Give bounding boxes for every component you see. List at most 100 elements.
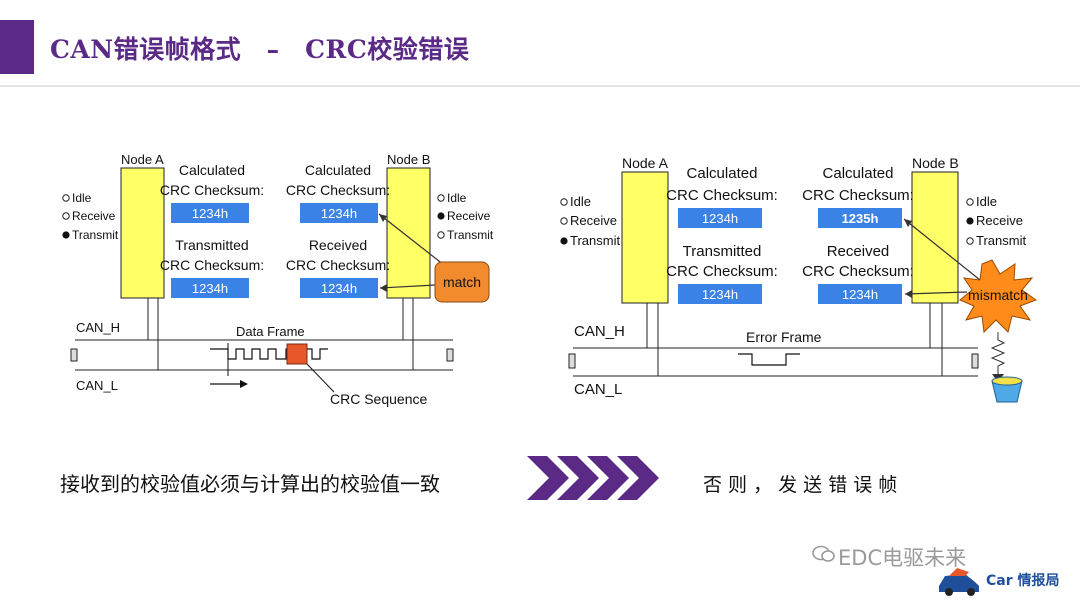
compare-arrow bbox=[904, 291, 968, 295]
calculated-label: Calculated bbox=[823, 165, 894, 182]
mismatch-burst bbox=[959, 259, 1038, 334]
state-label-idle: Idle bbox=[570, 194, 591, 209]
crc-value-box bbox=[818, 208, 902, 228]
crc-checksum-label: CRC Checksum: bbox=[802, 263, 914, 280]
node-b-box bbox=[911, 171, 959, 304]
can-l-label: CAN_L bbox=[76, 378, 118, 393]
error-frame-waveform bbox=[738, 353, 800, 366]
crc-value: 1234h bbox=[192, 281, 228, 296]
bus-terminator bbox=[70, 348, 78, 362]
bucket-rim bbox=[991, 376, 1023, 386]
state-label-idle: Idle bbox=[447, 191, 467, 205]
can-l-label: CAN_L bbox=[574, 381, 622, 398]
transmitted-label: Transmitted bbox=[683, 243, 762, 260]
chevron-icon bbox=[587, 456, 629, 500]
mismatch-label: mismatch bbox=[968, 287, 1028, 303]
chevron-icon bbox=[527, 456, 569, 500]
crc-rule-text: 接收到的校验值必须与计算出的校验值一致 bbox=[60, 472, 440, 496]
crc-checksum-label: CRC Checksum: bbox=[666, 263, 778, 280]
state-label-idle: Idle bbox=[72, 191, 92, 205]
data-frame-waveform bbox=[210, 348, 328, 360]
node-a-label: Node A bbox=[622, 155, 669, 171]
state-radio-idle bbox=[62, 194, 70, 202]
brand-name-en: Car bbox=[986, 573, 1013, 589]
state-label-receive: Receive bbox=[976, 213, 1023, 228]
node-a-box bbox=[120, 167, 165, 299]
arrow-head bbox=[379, 214, 387, 222]
crc-checksum-label: CRC Checksum: bbox=[160, 257, 264, 273]
node-b-box bbox=[386, 167, 431, 299]
arrow-head bbox=[905, 290, 912, 298]
node-b-label: Node B bbox=[912, 155, 959, 171]
crc-value-box bbox=[818, 284, 902, 304]
compare-arrow bbox=[378, 213, 445, 266]
page-title: CAN错误帧格式 – CRC校验错误 bbox=[50, 35, 470, 64]
crc-value-box bbox=[300, 203, 378, 223]
state-label-idle: Idle bbox=[976, 194, 997, 209]
state-radio-transmit bbox=[966, 237, 974, 245]
crc-value-box bbox=[300, 278, 378, 298]
else-send-error-frame-text: 否 则 ， 发 送 错 误 帧 bbox=[703, 474, 898, 496]
arrow-head bbox=[380, 284, 387, 292]
received-label: Received bbox=[827, 243, 890, 260]
received-label: Received bbox=[309, 237, 367, 253]
state-label-transmit: Transmit bbox=[72, 228, 119, 242]
can-h-label: CAN_H bbox=[574, 323, 625, 340]
crc-checksum-label: CRC Checksum: bbox=[286, 182, 390, 198]
crc-value: 1234h bbox=[702, 211, 738, 226]
frame-label: Error Frame bbox=[746, 329, 822, 345]
state-radio-transmit-selected bbox=[560, 237, 568, 245]
state-radio-receive bbox=[560, 217, 568, 225]
bus-terminator bbox=[971, 353, 979, 369]
chevron-arrows-icon bbox=[527, 456, 659, 500]
data-frame-diagram: Idle Receive Transmit Idle Receive Trans… bbox=[58, 140, 508, 425]
crc-checksum-label: CRC Checksum: bbox=[802, 187, 914, 204]
title-divider bbox=[0, 85, 1080, 87]
state-radio-receive-selected bbox=[966, 217, 974, 225]
arrow-head bbox=[904, 219, 912, 227]
calculated-label: Calculated bbox=[305, 162, 371, 178]
crc-checksum-label: CRC Checksum: bbox=[286, 257, 390, 273]
node-b-label: Node B bbox=[387, 152, 430, 167]
error-frame-diagram: Idle Receive Transmit Idle Receive Trans… bbox=[552, 140, 1038, 410]
state-radio-transmit bbox=[437, 231, 445, 239]
bus-terminator bbox=[568, 353, 576, 369]
crc-checksum-label: CRC Checksum: bbox=[666, 187, 778, 204]
node-b-state-legend: Idle Receive Transmit bbox=[437, 191, 494, 242]
right-diagram: Idle Receive Transmit Idle Receive Trans… bbox=[552, 140, 1038, 414]
state-radio-idle bbox=[437, 194, 445, 202]
node-a-box bbox=[621, 171, 669, 304]
state-radio-idle bbox=[966, 198, 974, 206]
chat-bubble-icon bbox=[812, 545, 835, 562]
watermark-text: EDC电驱未来 bbox=[838, 546, 967, 570]
state-radio-receive-selected bbox=[437, 212, 445, 220]
state-label-receive: Receive bbox=[570, 213, 617, 228]
crc-value-box bbox=[678, 284, 762, 304]
chevron-icon bbox=[617, 456, 659, 500]
brand-name-cn: 情报局 bbox=[1017, 573, 1060, 589]
state-radio-transmit-selected bbox=[62, 231, 70, 239]
state-radio-receive bbox=[62, 212, 70, 220]
crc-value-box bbox=[678, 208, 762, 228]
state-label-receive: Receive bbox=[72, 209, 116, 223]
crc-sequence-highlight bbox=[286, 343, 308, 365]
node-a-state-legend: Idle Receive Transmit bbox=[560, 194, 620, 248]
crc-value: 1234h bbox=[702, 287, 738, 302]
car-logo-icon bbox=[939, 568, 979, 596]
crc-value: 1234h bbox=[192, 206, 228, 221]
node-a-state-legend: Idle Receive Transmit bbox=[62, 191, 119, 242]
crc-value-box bbox=[171, 278, 249, 298]
crc-sequence-pointer bbox=[306, 363, 335, 393]
crc-value: 1234h bbox=[842, 287, 878, 302]
match-badge bbox=[434, 261, 490, 303]
can-h-label: CAN_H bbox=[76, 320, 120, 335]
crc-value: 1234h bbox=[321, 281, 357, 296]
frame-label: Data Frame bbox=[236, 324, 305, 339]
state-label-receive: Receive bbox=[447, 209, 491, 223]
crc-checksum-label: CRC Checksum: bbox=[160, 182, 264, 198]
arrow-head bbox=[240, 380, 248, 388]
error-signal-spring bbox=[990, 332, 1006, 376]
compare-arrow bbox=[903, 218, 981, 281]
calculated-label: Calculated bbox=[179, 162, 245, 178]
state-label-transmit: Transmit bbox=[570, 233, 620, 248]
